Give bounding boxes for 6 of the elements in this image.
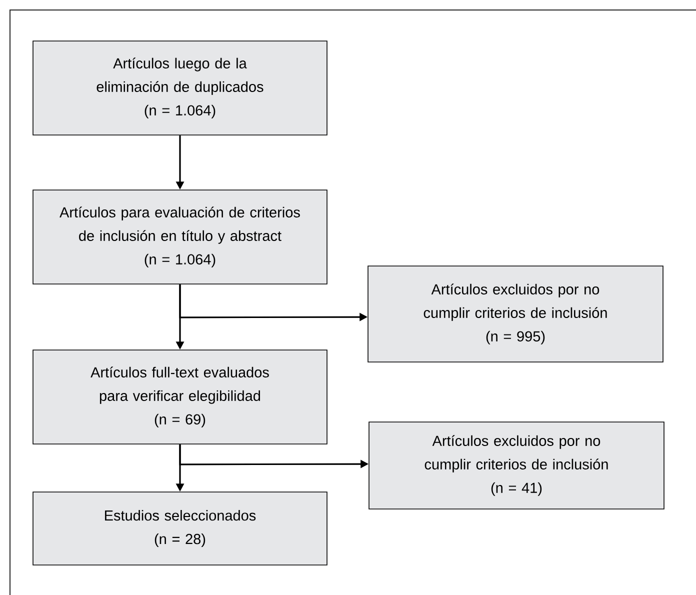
- process-box: Artículos full-text evaluados para verificar elegibilidad (n = 69): [32, 350, 328, 444]
- process-box: Estudios seleccionados (n = 28): [32, 492, 328, 566]
- process-box: Artículos luego de la eliminación de duplicados (n = 1.064): [32, 40, 328, 136]
- process-box: Artículos excluidos por no cumplir criterios de inclusión (n = 41): [368, 422, 664, 510]
- process-box: Artículos para evaluación de criterios de inclusión en título y abstract (n = 1.064): [32, 190, 328, 284]
- process-box: Artículos excluidos por no cumplir criterios de inclusión (n = 995): [368, 266, 664, 362]
